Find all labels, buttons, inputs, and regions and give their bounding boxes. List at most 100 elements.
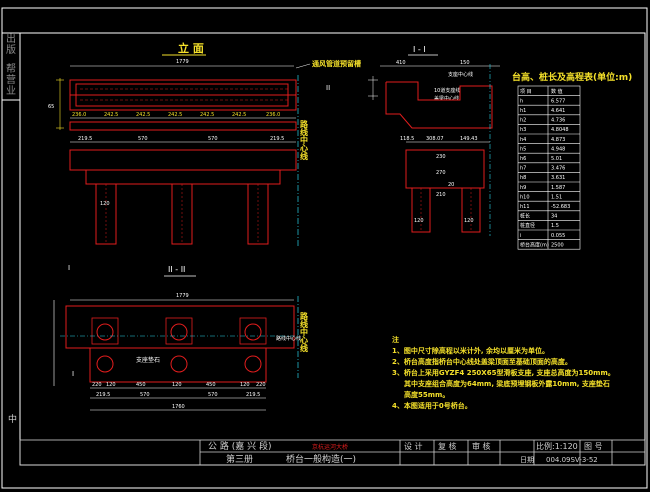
section-II-centerline-label: 路线中心线 <box>276 335 301 342</box>
section-I-dim: 270 <box>436 170 446 176</box>
elevation-subdim: 242.5 <box>136 112 150 118</box>
table-cell-value: 4.736 <box>551 118 565 124</box>
table-cell-item: h11 <box>520 204 530 210</box>
section-II-label-I-bottom: I <box>72 370 74 378</box>
table-cell-value: 5.01 <box>551 156 562 162</box>
table-cell-value: 3.631 <box>551 175 565 181</box>
section-II-bottomdim: 120 <box>240 382 250 388</box>
section-I-title: I - I <box>413 45 426 54</box>
elevation-pile-size: 120 <box>100 201 110 207</box>
elevation-annotation: 通风管道预留槽 <box>312 59 361 68</box>
table-cell-value: 4.873 <box>551 137 565 143</box>
notes-block: 注 1、图中尺寸除高程以米计外, 余均以厘米为单位。 2、桥台高度指桥台中心线处… <box>392 335 615 410</box>
table-cell-value: 1.5 <box>551 223 559 229</box>
section-I-dim: 210 <box>436 192 446 198</box>
section-I-label: 支座中心线 <box>448 71 473 78</box>
section-II-bottomdim: 220 <box>92 382 102 388</box>
section-I-dim: 118.5 <box>400 136 414 142</box>
table-cell-value: 2500 <box>551 242 564 248</box>
table-cell-item: i <box>520 233 521 239</box>
elevation-pierdim: 570 <box>138 136 148 142</box>
section-II-label-I-top: I <box>68 264 70 272</box>
table-cell-value: -52.683 <box>551 204 570 210</box>
section-II-top-dim: 1779 <box>176 293 189 299</box>
table-cell-item: 桩直径 <box>520 222 535 229</box>
elevation-subdim: 242.5 <box>104 112 118 118</box>
notes-header: 注 <box>392 335 399 344</box>
elevation-pierdim: 219.5 <box>270 136 284 142</box>
table-header-cell: 项 目 <box>520 89 532 95</box>
section-II-bottomdim: 450 <box>206 382 216 388</box>
section-II-side-centerline: 路线中心线 <box>299 311 309 353</box>
section-I-dim: 20 <box>448 182 454 188</box>
table-title: 台高、桩长及高程表(单位:m) <box>512 71 632 83</box>
section-I-view: I - I 410 150 支座中心线 10道支座线 盖梁中心线 118. <box>368 45 500 236</box>
section-II-title: II - II <box>168 265 185 274</box>
section-II-subdim: 570 <box>208 392 218 398</box>
table-cell-value: 0.055 <box>551 233 565 239</box>
table-cell-value: 4.641 <box>551 108 565 114</box>
elevation-centerline-label: 路线中心线 <box>299 119 309 161</box>
table-cell-value: 1.51 <box>551 194 562 200</box>
elevation-pierdim: 570 <box>208 136 218 142</box>
section-I-dim: 230 <box>436 154 446 160</box>
table-cell-item: h2 <box>520 118 526 124</box>
table-cell-item: h8 <box>520 175 526 181</box>
titleblock-drawing-title: 桥台一般构造(一) <box>286 453 356 465</box>
table-cell-item: h4 <box>520 137 526 143</box>
table-cell-item: 桥台高度(m) <box>520 241 549 248</box>
elevation-subdim: 242.5 <box>232 112 246 118</box>
section-II-view: II - II I I 1779 支座垫石 路线中心线 路 <box>53 264 309 411</box>
table-cell-item: h7 <box>520 166 526 172</box>
section-I-dim: 308.07 <box>426 136 444 142</box>
section-II-bottomdim: 220 <box>256 382 266 388</box>
table-cell-value: 4.948 <box>551 146 565 152</box>
section-I-dim: 120 <box>464 218 474 224</box>
elevation-left-dim: 65 <box>48 104 54 110</box>
section-II-bottomdim: 120 <box>106 382 116 388</box>
section-II-support-label: 支座垫石 <box>136 356 160 364</box>
titleblock-left-text: 中 <box>8 413 17 425</box>
section-I-label: 盖梁中心线 <box>434 95 459 102</box>
table-cell-value: 3.476 <box>551 166 565 172</box>
section-I-dim: 410 <box>396 60 406 66</box>
table-cell-value: 4.8048 <box>551 127 569 133</box>
section-I-label: 10道支座线 <box>434 87 460 94</box>
table-cell-item: h3 <box>520 127 526 133</box>
note-line: 高度55mm。 <box>404 390 449 399</box>
titleblock-project2: 京杭运河大桥 <box>312 443 348 451</box>
section-II-bottomdim: 450 <box>136 382 146 388</box>
section-I-dim: 120 <box>414 218 424 224</box>
titleblock-design: 设 计 <box>404 441 423 451</box>
title-block: 中 公 路 (嘉 兴 段) 京杭运河大桥 第三册 桥台一般构造(一) 设 计 复… <box>8 413 646 466</box>
elevation-subdim: 236.0 <box>72 112 86 118</box>
side-label-bottom: 帮营业 <box>6 64 16 97</box>
table-cell-item: 桩长 <box>520 213 530 220</box>
table-cell-item: h1 <box>520 108 526 114</box>
table-cell-value: 1.587 <box>551 185 565 191</box>
side-label-top: 出版 <box>6 34 16 56</box>
table-cell-item: h6 <box>520 156 526 162</box>
section-II-subdim: 570 <box>140 392 150 398</box>
section-II-subdim: 219.5 <box>246 392 260 398</box>
titleblock-volume: 第三册 <box>226 453 253 465</box>
elevation-subdim: 242.5 <box>200 112 214 118</box>
titleblock-figure-no: 图 号 <box>584 442 603 451</box>
note-line: 1、图中尺寸除高程以米计外, 余均以厘米为单位。 <box>392 346 549 355</box>
table-cell-item: h10 <box>520 194 530 200</box>
elevation-view: 立 面 1779 通风管道预留槽 65 236.0 242.5 <box>48 41 361 248</box>
titleblock-code: 004.09SV-3-52 <box>546 456 598 464</box>
section-II-total-dim: 1760 <box>172 404 185 410</box>
titleblock-project1: 公 路 (嘉 兴 段) <box>208 440 271 452</box>
note-line: 其中支座组合高度为64mm, 梁底预埋钢板外露10mm, 支座垫石 <box>404 379 610 388</box>
section-I-dim: 149.43 <box>460 136 478 142</box>
table-cell-value: 6.577 <box>551 98 565 104</box>
elevation-subdim: 236.0 <box>266 112 280 118</box>
table-cell-item: h9 <box>520 185 526 191</box>
note-line: 3、桥台上采用GYZF4 250X65型滑板支座, 支座总高度为150mm。 <box>392 368 615 377</box>
note-line: 4、本图适用于0号桥台。 <box>392 401 472 410</box>
section-II-bottomdim: 120 <box>172 382 182 388</box>
table-border <box>517 85 581 250</box>
